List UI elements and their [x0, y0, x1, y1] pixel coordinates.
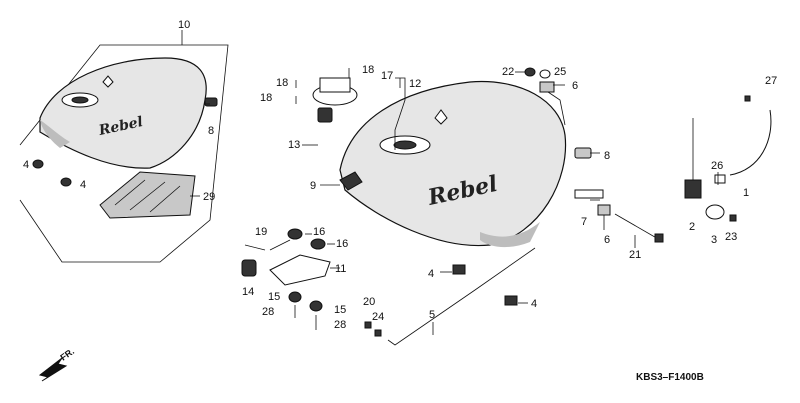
part-6-collar-lower — [597, 204, 611, 216]
part-4-clip-b — [504, 295, 518, 306]
front-direction-indicator: FR. — [38, 346, 76, 382]
callout-25: 25 — [554, 66, 566, 78]
callout-9: 9 — [310, 180, 316, 192]
part-7-bushing — [574, 189, 604, 199]
part-4-inset-grommet-b — [60, 177, 72, 187]
callout-15: 15 — [334, 304, 346, 316]
callout-5: 5 — [429, 309, 435, 321]
part-16-cushion-b — [310, 238, 326, 250]
callout-19: 19 — [255, 226, 267, 238]
part-8-cushion — [574, 147, 592, 159]
callout-6: 6 — [572, 80, 578, 92]
part-16-cushion-a — [287, 228, 303, 240]
part-4-inset-grommet-a — [32, 159, 44, 169]
callout-28: 28 — [262, 306, 274, 318]
part-8-inset-cushion — [204, 97, 218, 107]
bracket-group — [241, 228, 331, 330]
main-tank-group: Rebel — [339, 80, 567, 248]
part-13-packing — [317, 107, 333, 123]
fuel-unit-group — [295, 68, 406, 150]
part-22-nut — [524, 67, 536, 77]
callout-18: 18 — [260, 92, 272, 104]
callout-14: 14 — [242, 286, 254, 298]
inset-frame — [19, 44, 229, 263]
callout-4: 4 — [23, 159, 29, 171]
leader-lines — [204, 71, 719, 335]
callout-4: 4 — [428, 268, 434, 280]
part-23-screw — [729, 214, 737, 222]
inset-fuel-tank — [39, 57, 207, 169]
callouts: 10 8 4 4 29 18 18 18 17 12 13 9 22 25 6 … — [23, 19, 777, 331]
part-2-fuel-valve — [684, 179, 702, 199]
callout-8: 8 — [208, 125, 214, 137]
callout-3: 3 — [711, 234, 717, 246]
part-9-grommet — [339, 171, 363, 191]
callout-29: 29 — [203, 191, 215, 203]
callout-21: 21 — [629, 249, 641, 261]
part-6-collar-upper — [539, 81, 555, 93]
part-20-clip — [364, 321, 372, 329]
callout-4: 4 — [531, 298, 537, 310]
callout-17: 17 — [381, 70, 393, 82]
callout-18: 18 — [276, 77, 288, 89]
right-hardware-group — [524, 67, 664, 243]
front-arrow-icon — [38, 357, 68, 382]
callout-24: 24 — [372, 311, 384, 323]
callout-18: 18 — [362, 64, 374, 76]
callout-4: 4 — [80, 179, 86, 191]
callout-15: 15 — [268, 291, 280, 303]
callout-8: 8 — [604, 150, 610, 162]
catalog-code: KBS3–F1400B — [636, 372, 704, 383]
callout-10: 10 — [178, 19, 190, 31]
part-1-fuel-tube — [729, 109, 772, 176]
callout-12: 12 — [409, 78, 421, 90]
part-26-band — [714, 174, 726, 184]
callout-16: 16 — [313, 226, 325, 238]
part-19-bolt — [244, 244, 266, 251]
part-3-lever — [705, 204, 725, 220]
callout-20: 20 — [363, 296, 375, 308]
callout-27: 27 — [765, 75, 777, 87]
part-15-collar-a — [288, 291, 302, 303]
part-25-washer — [539, 69, 551, 79]
callout-11: 11 — [335, 263, 346, 275]
callout-26: 26 — [711, 160, 723, 172]
callout-13: 13 — [288, 139, 300, 151]
part-29-tank-mat — [99, 171, 196, 219]
callout-1: 1 — [743, 187, 749, 199]
part-21-bolt — [614, 213, 661, 241]
leader-12 — [394, 77, 406, 150]
callout-28: 28 — [334, 319, 346, 331]
part-15-collar-b — [309, 300, 323, 312]
callout-7: 7 — [581, 216, 587, 228]
callout-23: 23 — [725, 231, 737, 243]
part-14-rubber — [241, 259, 257, 277]
main-emblem — [434, 109, 448, 125]
callout-6: 6 — [604, 234, 610, 246]
part-5-rod — [387, 247, 536, 346]
rod-group — [364, 247, 536, 346]
part-4-clip-a — [452, 264, 466, 275]
callout-16: 16 — [336, 238, 348, 250]
part-11-bracket — [269, 254, 331, 286]
part-24-clip — [374, 329, 382, 337]
callout-2: 2 — [689, 221, 695, 233]
callout-22: 22 — [502, 66, 514, 78]
part-27-clip — [744, 95, 751, 102]
inset-tank-group: Rebel — [19, 30, 229, 263]
main-fuel-tank — [339, 80, 567, 247]
inset-emblem — [102, 75, 114, 88]
fuel-valve-group — [684, 95, 772, 222]
